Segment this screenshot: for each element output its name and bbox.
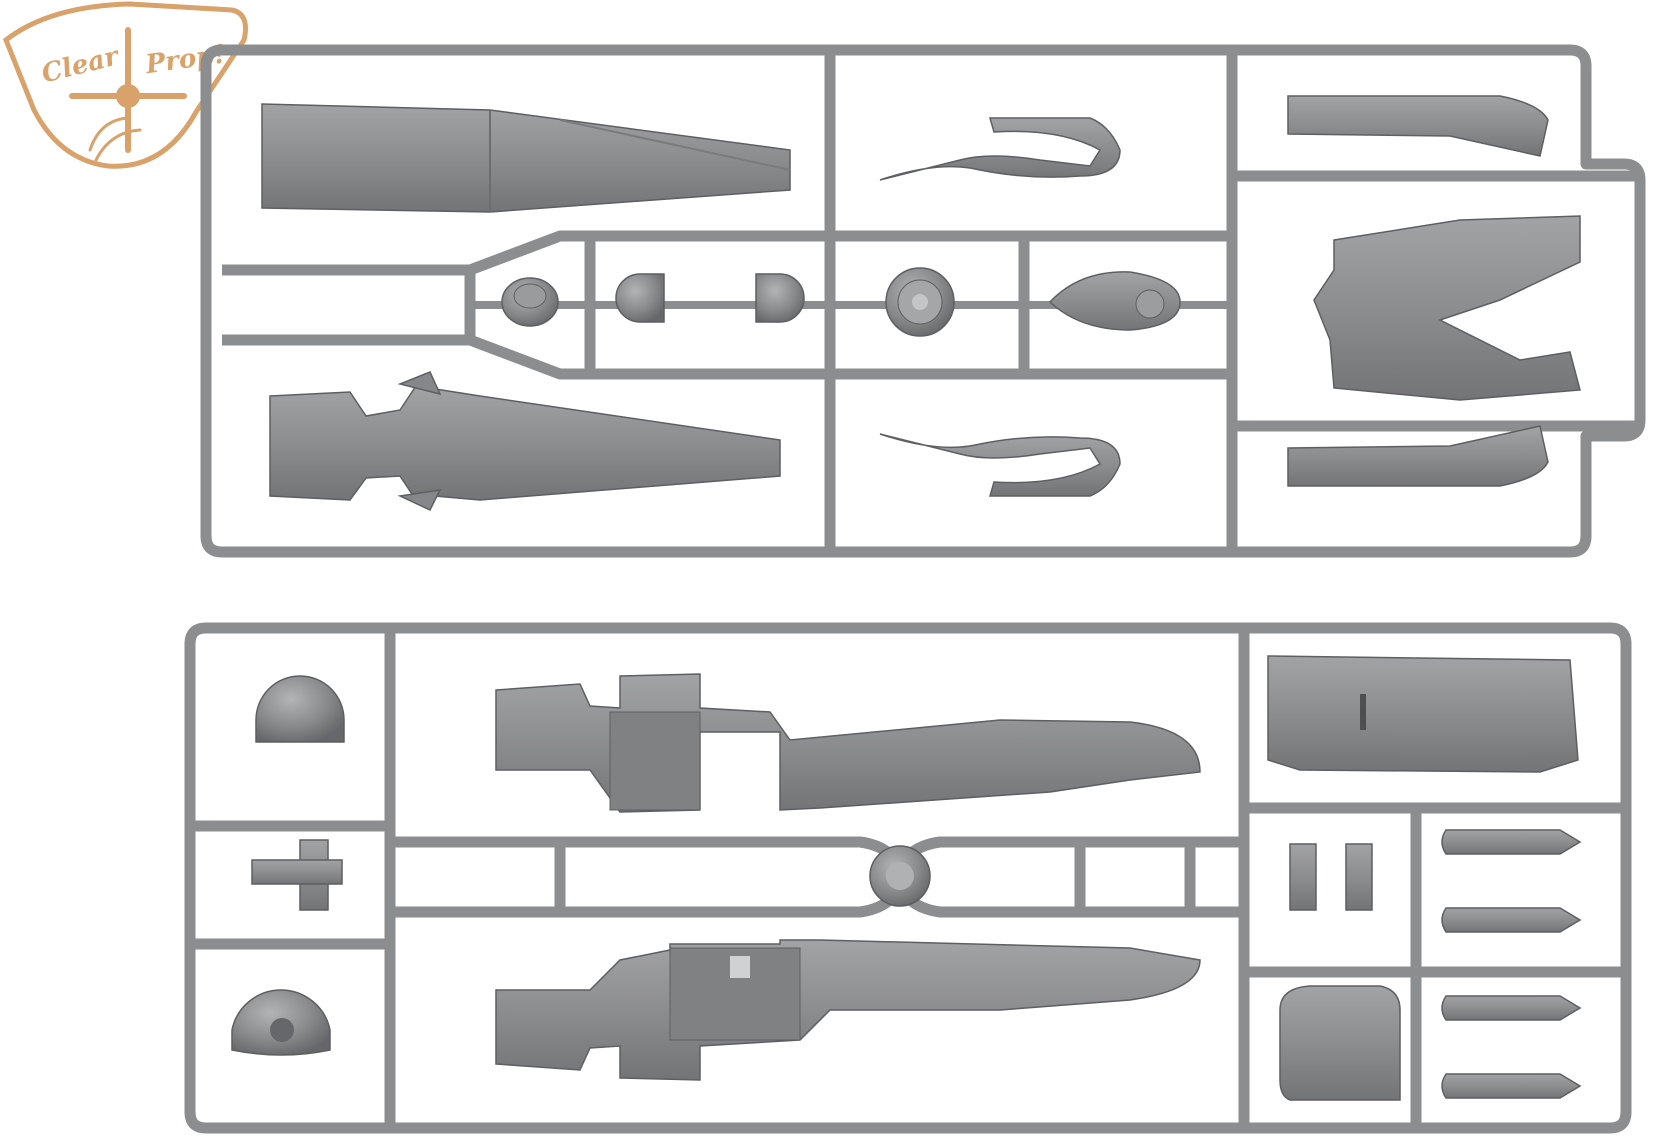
lower-sprue	[184, 622, 1632, 1134]
seat-back	[1279, 985, 1401, 1101]
floor-panel	[1267, 655, 1579, 773]
drop-tank-1	[1441, 829, 1582, 855]
drop-tank-3	[1441, 995, 1582, 1021]
canopy-dome-upper	[255, 675, 345, 743]
spinner-dome-right	[615, 273, 665, 323]
engine-nacelle-upper	[261, 103, 791, 213]
clear-prop-logo: Clear Prop!	[2, 1, 248, 169]
bracket-pieces	[1289, 843, 1373, 911]
engine-nacelle-lower	[269, 371, 781, 511]
exhaust-piece-upper	[1287, 95, 1549, 157]
intake-fairing-lower	[879, 433, 1121, 497]
wing-center-section	[1313, 215, 1581, 401]
spinner-cup	[501, 277, 559, 327]
fuselage-half-upper	[495, 673, 1201, 813]
upper-sprue	[200, 44, 1646, 558]
oil-cooler-fairing	[1048, 271, 1181, 331]
drop-tank-4	[1441, 1073, 1582, 1099]
tailwheel-fork	[251, 839, 343, 911]
canopy-dome-lower	[231, 989, 331, 1056]
exhaust-piece-lower	[1287, 425, 1549, 487]
propeller-icon	[69, 27, 187, 162]
cowling-ring	[885, 267, 955, 337]
drop-tank-2	[1441, 907, 1582, 933]
spinner-dome-left	[755, 273, 805, 323]
fuselage-half-lower	[495, 939, 1201, 1081]
cowling-ring-lower	[869, 845, 931, 907]
intake-fairing-upper	[879, 117, 1121, 181]
